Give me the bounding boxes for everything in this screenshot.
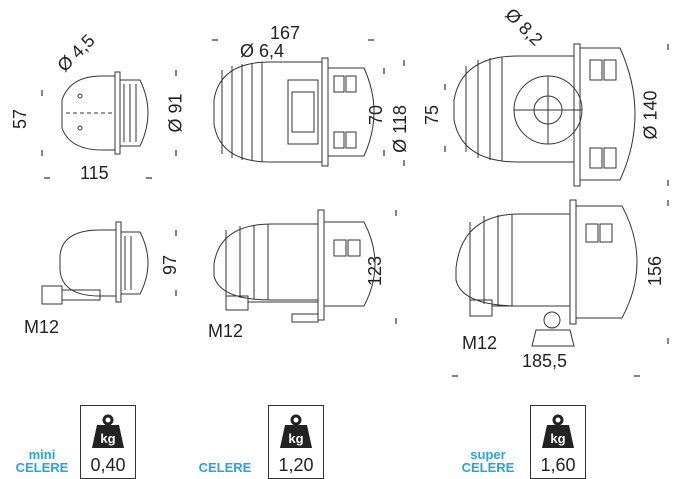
celere-connector-label: M12 bbox=[208, 321, 244, 341]
celere-weight-box: kg 1,20 bbox=[268, 405, 324, 479]
mini-side-height-label: 57 bbox=[10, 108, 31, 130]
super-front-drawing bbox=[455, 199, 638, 347]
celere-side-height-label: 70 bbox=[366, 104, 387, 126]
celere-width-label: 167 bbox=[270, 23, 301, 43]
celere-front-height-label: 123 bbox=[365, 255, 386, 287]
celere-front-drawing bbox=[213, 209, 376, 323]
super-model-name-top: super bbox=[470, 447, 506, 462]
mini-weight-value: 0,40 bbox=[90, 455, 126, 475]
weight-icon: kg bbox=[280, 414, 312, 448]
celere-diameter-label: Ø 118 bbox=[389, 105, 410, 153]
super-front-height-label: 156 bbox=[645, 255, 666, 287]
celere-weight-value: 1,20 bbox=[278, 455, 314, 475]
mini-connector-label: M12 bbox=[24, 317, 60, 337]
mini-weight-box: kg 0,40 bbox=[80, 405, 136, 479]
weight-icon: kg bbox=[92, 414, 124, 448]
super-side-height-label: 75 bbox=[422, 104, 443, 126]
weight-icon-text: kg bbox=[288, 431, 303, 446]
super-model-name-bottom: CELERE bbox=[461, 460, 515, 475]
mini-width-label: 115 bbox=[80, 163, 109, 183]
super-width-label: 185,5 bbox=[522, 351, 568, 371]
weight-icon-text: kg bbox=[550, 431, 565, 446]
mini-side-drawing bbox=[61, 71, 149, 155]
celere-side-drawing bbox=[213, 57, 375, 167]
celere-model-name: CELERE bbox=[190, 461, 260, 474]
weight-icon: kg bbox=[542, 414, 574, 448]
mini-diameter-label: Ø 91 bbox=[165, 93, 186, 133]
mini-model-name-top: mini bbox=[28, 447, 56, 462]
super-connector-label: M12 bbox=[462, 333, 498, 353]
super-weight-box: kg 1,60 bbox=[530, 405, 586, 479]
dimension-ticks bbox=[41, 39, 669, 377]
super-diameter-label: Ø 140 bbox=[640, 90, 661, 140]
super-weight-value: 1,60 bbox=[540, 455, 576, 475]
super-side-drawing bbox=[453, 43, 636, 187]
mini-model-name-bottom: CELERE bbox=[15, 460, 69, 475]
weight-icon-text: kg bbox=[100, 431, 115, 446]
mini-front-height-label: 97 bbox=[160, 254, 181, 276]
mini-front-drawing bbox=[41, 221, 149, 305]
celere-hole-diameter-label: Ø 6,4 bbox=[240, 41, 285, 61]
celere-model-name-bottom: CELERE bbox=[198, 460, 252, 475]
mini-model-name: mini CELERE bbox=[12, 448, 72, 474]
super-model-name: super CELERE bbox=[456, 448, 520, 474]
